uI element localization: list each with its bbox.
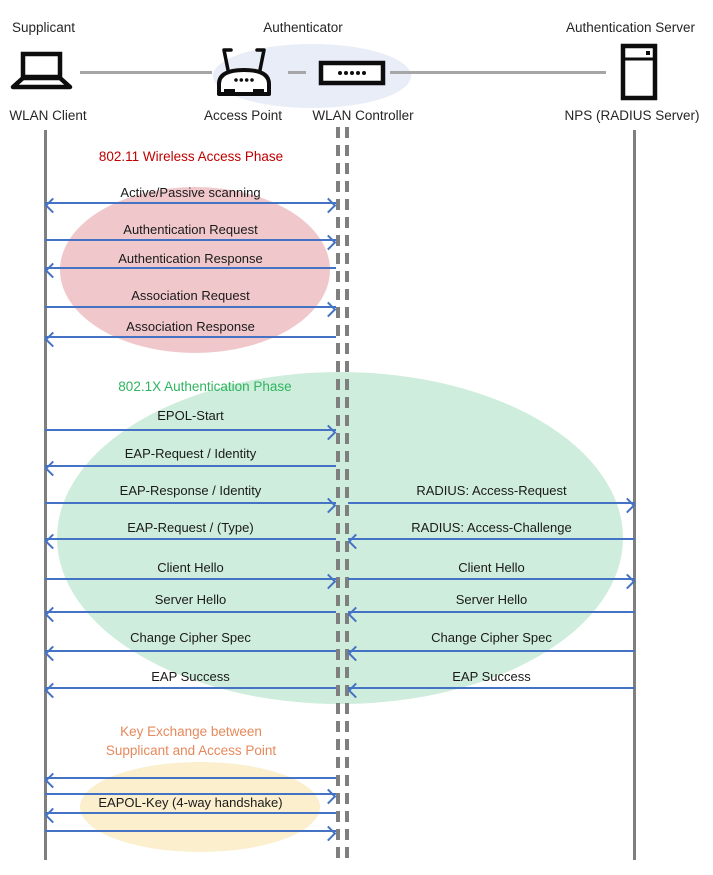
lifeline-authenticator-dash-1 xyxy=(336,127,340,861)
connector-ap-to-controller xyxy=(288,71,306,74)
message-label-authentication-request: Authentication Request xyxy=(123,222,258,237)
wlan-controller-icon xyxy=(318,60,386,86)
phase-title-authentication: 802.1X Authentication Phase xyxy=(118,379,292,394)
arrow-eap-request-type xyxy=(45,538,336,540)
node-label-wlan-controller: WLAN Controller xyxy=(312,108,414,123)
arrow-eapol-key-3 xyxy=(45,812,336,814)
laptop-icon xyxy=(10,51,73,90)
arrow-radius-access-request xyxy=(348,502,635,504)
arrow-eapol-key-4 xyxy=(45,830,336,832)
arrow-eap-success-right xyxy=(348,687,635,689)
phase-title-wireless-access: 802.11 Wireless Access Phase xyxy=(98,149,284,164)
header-authentication-server: Authentication Server xyxy=(565,20,696,35)
message-label-radius-access-challenge: RADIUS: Access-Challenge xyxy=(411,520,572,535)
message-label-eap-response-identity: EAP-Response / Identity xyxy=(119,483,262,498)
node-label-wlan-client: WLAN Client xyxy=(9,108,87,123)
arrow-scanning-bidirectional xyxy=(45,202,336,204)
access-point-icon xyxy=(217,48,271,96)
arrow-change-cipher-right xyxy=(348,650,635,652)
message-label-authentication-response: Authentication Response xyxy=(118,251,263,266)
arrow-eap-request-identity xyxy=(45,465,336,467)
message-label-server-hello-left: Server Hello xyxy=(154,592,227,607)
phase-title-key-exchange-line2: Supplicant and Access Point xyxy=(105,743,277,758)
arrow-authentication-response xyxy=(45,267,336,269)
header-supplicant: Supplicant xyxy=(12,20,76,35)
header-authenticator: Authenticator xyxy=(263,20,343,35)
message-label-change-cipher-left: Change Cipher Spec xyxy=(130,630,251,645)
arrow-change-cipher-left xyxy=(45,650,336,652)
message-label-client-hello-right: Client Hello xyxy=(458,560,525,575)
wireless-access-phase-ellipse xyxy=(60,187,330,353)
lifeline-wlan-client xyxy=(44,130,47,860)
arrow-server-hello-left xyxy=(45,611,336,613)
arrow-association-response xyxy=(45,336,336,338)
lifeline-radius-server xyxy=(633,130,636,860)
node-label-access-point: Access Point xyxy=(203,108,283,123)
arrow-association-request xyxy=(45,306,336,308)
arrow-eap-success-left xyxy=(45,687,336,689)
arrow-eap-response-identity xyxy=(45,502,336,504)
arrow-eapol-key-2 xyxy=(45,793,336,795)
message-label-change-cipher-right: Change Cipher Spec xyxy=(431,630,552,645)
message-label-eap-request-type: EAP-Request / (Type) xyxy=(127,520,254,535)
arrow-epol-start xyxy=(45,429,336,431)
lifeline-authenticator-dash-2 xyxy=(345,127,349,861)
message-label-radius-access-request: RADIUS: Access-Request xyxy=(416,483,567,498)
connector-controller-to-server xyxy=(390,71,606,74)
phase-title-key-exchange-line1: Key Exchange between xyxy=(120,724,262,739)
message-label-eap-request-identity: EAP-Request / Identity xyxy=(124,446,257,461)
message-label-client-hello-left: Client Hello xyxy=(157,560,224,575)
arrow-client-hello-left xyxy=(45,578,336,580)
message-label-server-hello-right: Server Hello xyxy=(455,592,528,607)
message-label-scanning: Active/Passive scanning xyxy=(120,185,261,200)
message-label-eap-success-left: EAP Success xyxy=(151,669,230,684)
node-label-nps: NPS (RADIUS Server) xyxy=(564,108,700,123)
arrow-radius-access-challenge xyxy=(348,538,635,540)
arrow-eapol-key-1 xyxy=(45,777,336,779)
arrow-authentication-request xyxy=(45,239,336,241)
message-label-eapol-key: EAPOL-Key (4-way handshake) xyxy=(98,795,283,810)
message-label-eap-success-right: EAP Success xyxy=(452,669,531,684)
message-label-association-request: Association Request xyxy=(131,288,250,303)
message-label-association-response: Association Response xyxy=(126,319,255,334)
arrow-server-hello-right xyxy=(348,611,635,613)
message-label-epol-start: EPOL-Start xyxy=(157,408,224,423)
arrow-client-hello-right xyxy=(348,578,635,580)
connector-client-to-ap xyxy=(80,71,212,74)
server-icon xyxy=(620,43,658,101)
phase-title-key-exchange: Key Exchange between Supplicant and Acce… xyxy=(66,722,316,760)
